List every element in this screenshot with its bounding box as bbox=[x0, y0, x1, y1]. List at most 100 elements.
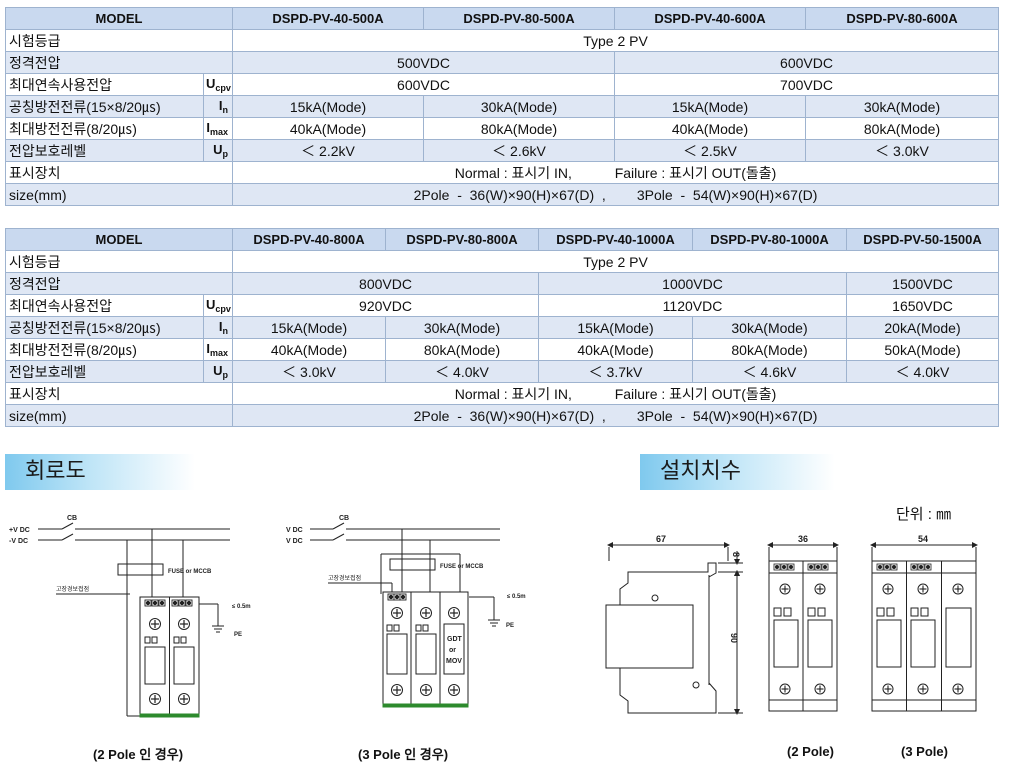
table-row: 전압보호레벨 Up ＜ 2.2kV ＜ 2.6kV ＜ 2.5kV ＜ 3.0k… bbox=[5, 139, 1000, 162]
unit-label: 단위 : ㎜ bbox=[896, 506, 952, 523]
table-row: 공칭방전전류(15×8/20㎲) In 15kA(Mode) 30kA(Mode… bbox=[5, 316, 1000, 339]
table-row: size(mm) 2Pole - 36(W)×90(H)×67(D) , 3Po… bbox=[4, 404, 1000, 427]
cell-value: Type 2 PV bbox=[232, 29, 1000, 52]
row-symbol: In bbox=[202, 316, 234, 339]
vdc-label: V DC bbox=[286, 538, 303, 545]
symbol-sub: max bbox=[210, 127, 229, 137]
cell-value: 40kA(Mode) bbox=[232, 338, 387, 361]
fuse-label: FUSE or MCCB bbox=[168, 569, 212, 575]
front-view-3-pole: 54 bbox=[870, 534, 978, 712]
row-label: 전압보호레벨 bbox=[5, 360, 204, 383]
row-label: 표시장치 bbox=[4, 382, 234, 405]
model-name: DSPD-PV-80-1000A bbox=[692, 228, 848, 251]
table-row: 표시장치 Normal : 표시기 IN, Failure : 표시기 OUT(… bbox=[4, 161, 1000, 184]
symbol-sub: n bbox=[222, 105, 229, 115]
model-name: DSPD-PV-80-600A bbox=[805, 7, 1000, 30]
spec-table-2: MODEL DSPD-PV-40-800A DSPD-PV-80-800A DS… bbox=[4, 228, 1000, 427]
mov-label: MOV bbox=[446, 658, 462, 665]
cell-value: 40kA(Mode) bbox=[538, 338, 694, 361]
symbol-main: U bbox=[206, 297, 216, 312]
cell-value: 50kA(Mode) bbox=[846, 338, 1000, 361]
cell-value: ＜ 2.5kV bbox=[614, 139, 807, 162]
pv-plus-label: +V DC bbox=[9, 527, 30, 534]
cell-value: 1120VDC bbox=[538, 294, 848, 317]
model-name: DSPD-PV-40-800A bbox=[232, 228, 387, 251]
symbol-sub: max bbox=[210, 348, 229, 358]
table-row: 최대방전전류(8/20㎲) Imax 40kA(Mode) 80kA(Mode)… bbox=[5, 117, 1000, 140]
circuit-3-pole: CB V DC V DC FUSE or MCCB 고장경보접점 ≤ 0.5m … bbox=[286, 515, 526, 708]
cell-value: 15kA(Mode) bbox=[614, 95, 807, 118]
cell-value: 15kA(Mode) bbox=[232, 95, 425, 118]
symbol-main: U bbox=[206, 76, 216, 91]
symbol-main: I bbox=[206, 120, 210, 135]
cell-value: 800VDC bbox=[232, 272, 540, 295]
spec-table-1: MODEL DSPD-PV-40-500A DSPD-PV-80-500A DS… bbox=[4, 7, 1000, 206]
cell-value: 600VDC bbox=[614, 51, 1000, 74]
cell-value: 80kA(Mode) bbox=[692, 338, 848, 361]
ground-distance-label: ≤ 0.5m bbox=[232, 604, 251, 610]
alarm-contact-label: 고장경보접점 bbox=[56, 585, 89, 593]
top-dimension: 8 bbox=[731, 552, 741, 557]
cell-value: 920VDC bbox=[232, 294, 540, 317]
symbol-main: U bbox=[213, 363, 223, 378]
table-row: 전압보호레벨 Up ＜ 3.0kV ＜ 4.0kV ＜ 3.7kV ＜ 4.6k… bbox=[5, 360, 1000, 383]
model-label: MODEL bbox=[4, 7, 234, 30]
pe-label: PE bbox=[506, 623, 514, 629]
symbol-main: I bbox=[206, 341, 210, 356]
cell-value: 1000VDC bbox=[538, 272, 848, 295]
row-label: 공칭방전전류(15×8/20㎲) bbox=[5, 95, 204, 118]
cell-value: 30kA(Mode) bbox=[385, 316, 540, 339]
cell-value: 500VDC bbox=[232, 51, 616, 74]
symbol-sub: p bbox=[222, 149, 229, 159]
cell-value: 600VDC bbox=[232, 73, 616, 96]
table-row: 정격전압 500VDC 600VDC bbox=[4, 51, 1000, 74]
vdc-label: V DC bbox=[286, 527, 303, 534]
symbol-main: U bbox=[213, 142, 223, 157]
cell-value: 1500VDC bbox=[846, 272, 1000, 295]
installation-dimensions-title: 설치치수 bbox=[640, 454, 835, 490]
caption-2-pole-circuit: (2 Pole 인 경우) bbox=[93, 747, 184, 762]
cell-value: Type 2 PV bbox=[232, 250, 1000, 273]
cell-value: ＜ 4.6kV bbox=[692, 360, 848, 383]
table-row: 시험등급 Type 2 PV bbox=[4, 250, 1000, 273]
symbol-sub: n bbox=[222, 326, 229, 336]
model-name: DSPD-PV-80-500A bbox=[423, 7, 616, 30]
row-label: 표시장치 bbox=[4, 161, 234, 184]
row-label: size(mm) bbox=[4, 183, 234, 206]
height-dimension: 90 bbox=[729, 633, 739, 643]
front-view-2-pole: 36 bbox=[767, 534, 839, 712]
dimension-drawings: 67 8 90 36 54 bbox=[605, 534, 978, 715]
symbol-main: I bbox=[218, 319, 223, 334]
ground-distance-label: ≤ 0.5m bbox=[507, 594, 526, 600]
cell-value: ＜ 3.0kV bbox=[232, 360, 387, 383]
gdt-label: GDT bbox=[447, 636, 463, 643]
row-label: size(mm) bbox=[4, 404, 234, 427]
caption-3-pole-dimensions: (3 Pole) bbox=[901, 744, 948, 759]
circuit-diagram-title: 회로도 bbox=[5, 454, 195, 490]
cell-value: 30kA(Mode) bbox=[423, 95, 616, 118]
model-label: MODEL bbox=[4, 228, 234, 251]
caption-3-pole-circuit: (3 Pole 인 경우) bbox=[358, 747, 449, 762]
cell-value: ＜ 3.0kV bbox=[805, 139, 1000, 162]
symbol-main: I bbox=[218, 98, 223, 113]
cell-value: 30kA(Mode) bbox=[692, 316, 848, 339]
row-label: 최대방전전류(8/20㎲) bbox=[5, 117, 204, 140]
row-label: 최대연속사용전압 bbox=[5, 73, 204, 96]
cell-value: 15kA(Mode) bbox=[232, 316, 387, 339]
row-symbol: Ucpv bbox=[202, 294, 234, 317]
symbol-sub: cpv bbox=[215, 304, 231, 314]
table-row: 최대연속사용전압 Ucpv 920VDC 1120VDC 1650VDC bbox=[5, 294, 1000, 317]
row-symbol: Ucpv bbox=[202, 73, 234, 96]
cell-value: 20kA(Mode) bbox=[846, 316, 1000, 339]
cell-value: Normal : 표시기 IN, Failure : 표시기 OUT(돌출) bbox=[232, 161, 1000, 184]
row-label: 공칭방전전류(15×8/20㎲) bbox=[5, 316, 204, 339]
cell-value: Normal : 표시기 IN, Failure : 표시기 OUT(돌출) bbox=[232, 382, 1000, 405]
cell-value: 1650VDC bbox=[846, 294, 1000, 317]
table-row: 최대방전전류(8/20㎲) Imax 40kA(Mode) 80kA(Mode)… bbox=[5, 338, 1000, 361]
cell-value: ＜ 4.0kV bbox=[846, 360, 1000, 383]
pv-minus-label: -V DC bbox=[9, 538, 28, 545]
table-row: 공칭방전전류(15×8/20㎲) In 15kA(Mode) 30kA(Mode… bbox=[5, 95, 1000, 118]
cell-value: 80kA(Mode) bbox=[805, 117, 1000, 140]
circuit-2-pole: CB +V DC -V DC FUSE or MCCB 고장경보접점 ≤ 0.5… bbox=[9, 515, 251, 718]
cell-value: ＜ 2.2kV bbox=[232, 139, 425, 162]
